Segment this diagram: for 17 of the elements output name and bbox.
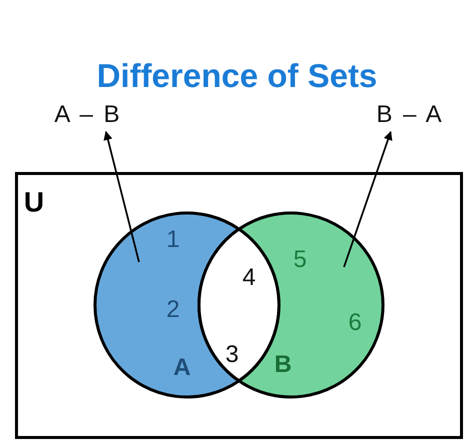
element-number: 2 xyxy=(166,296,180,324)
element-number: 3 xyxy=(225,342,239,368)
universal-set-rectangle xyxy=(15,172,463,439)
universal-set-label: U xyxy=(24,188,44,218)
element-number: 6 xyxy=(348,310,362,336)
set-label: A xyxy=(173,354,191,382)
set-difference-label: A – B xyxy=(54,101,120,129)
element-number: 4 xyxy=(242,264,256,292)
element-number: 5 xyxy=(293,246,307,274)
set-difference-label: B – A xyxy=(376,101,442,129)
set-region xyxy=(93,211,241,399)
diagram-title: Difference of Sets xyxy=(96,57,378,95)
element-number: 1 xyxy=(166,226,180,254)
arrow xyxy=(343,130,392,268)
set-region xyxy=(237,211,385,399)
arrow xyxy=(104,130,140,262)
set-label: B xyxy=(274,352,292,378)
